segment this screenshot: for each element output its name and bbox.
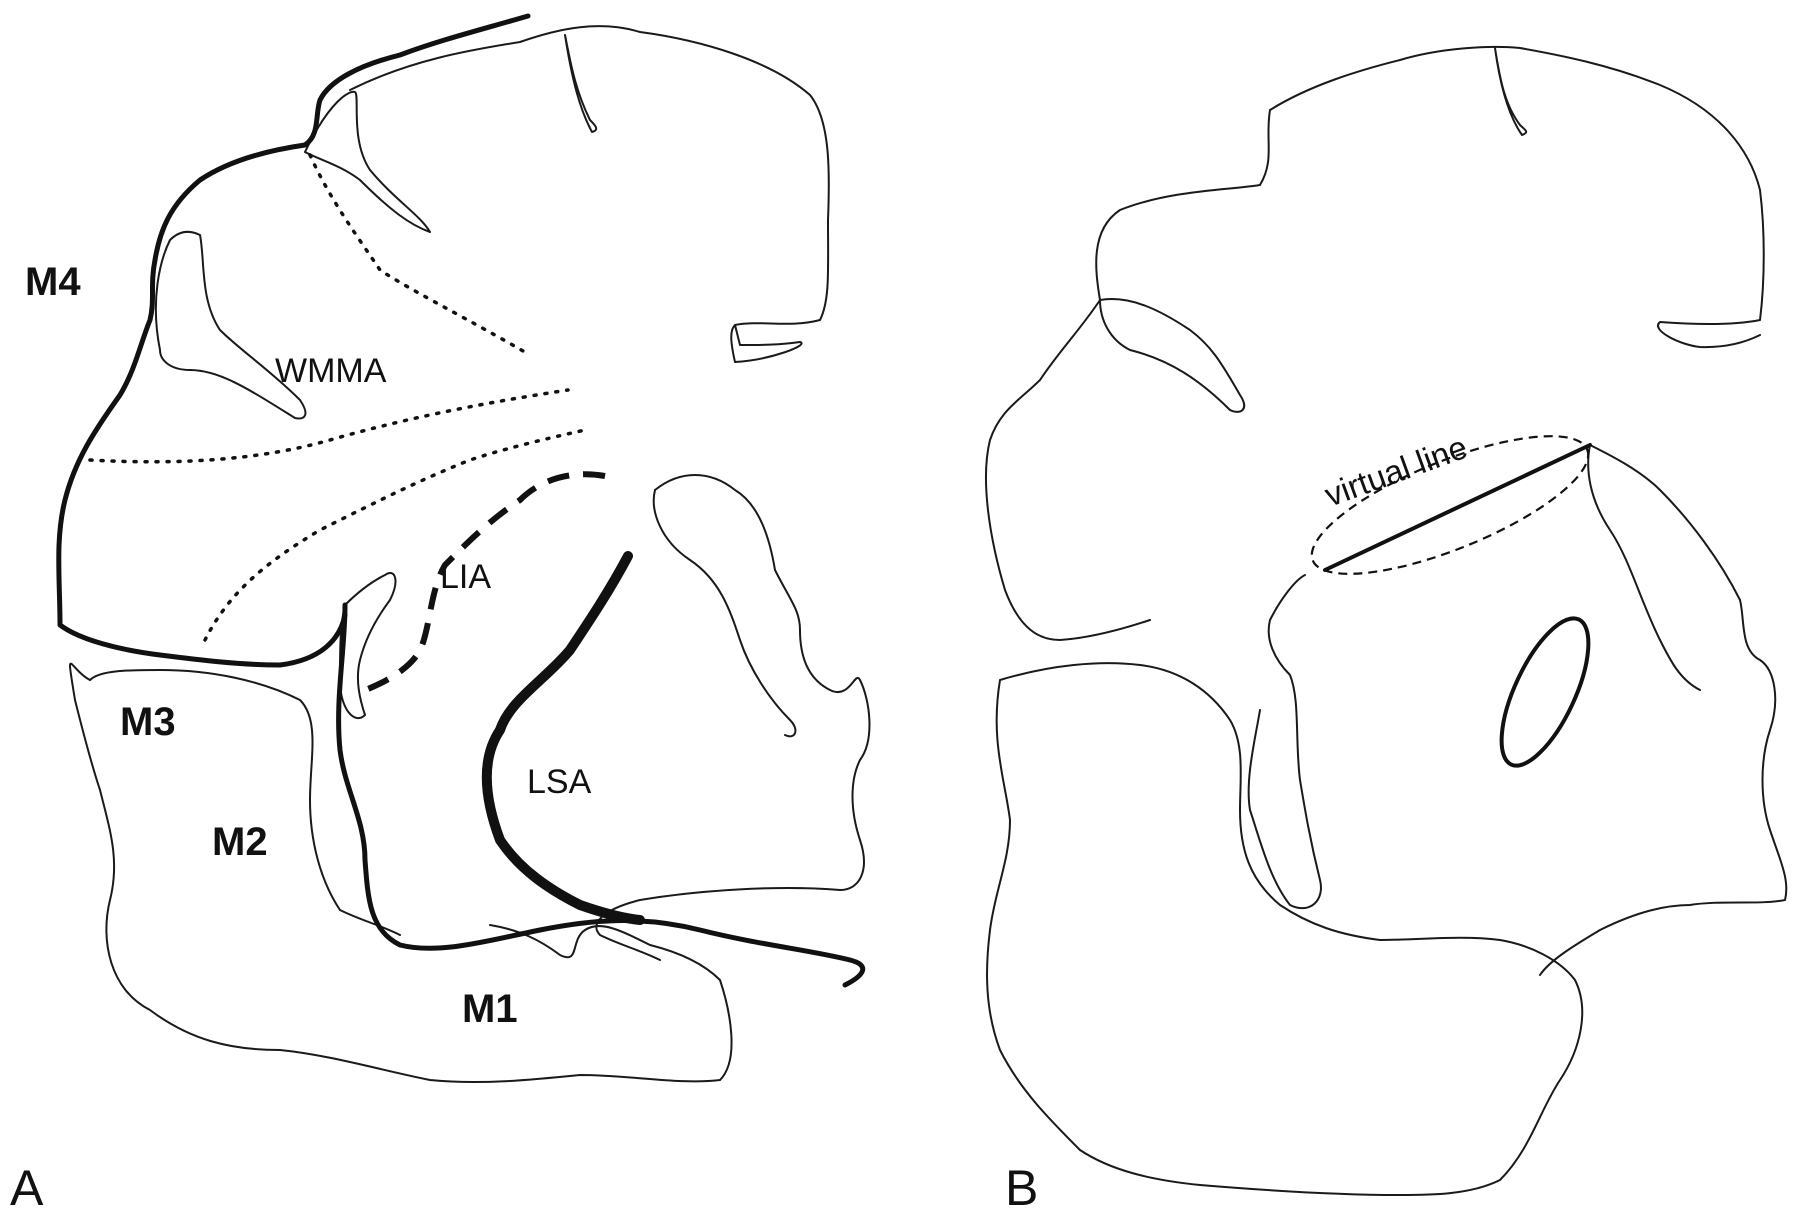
panel-b-frontal-sulcus — [1099, 298, 1246, 413]
label-m2: M2 — [212, 820, 268, 864]
panel-a-upper-sulcus-2 — [304, 90, 431, 233]
panel-a-upper-sulcus-1 — [564, 34, 598, 133]
panel-b-letter: B — [1005, 1160, 1038, 1214]
panel-a-insula-fold — [339, 572, 397, 720]
panel-a-dotted-boundary-1 — [308, 153, 532, 357]
label-lia: LIA — [440, 558, 491, 596]
panel-b-right-inner-fold — [1587, 444, 1701, 691]
panel-a-right-lower-outline — [595, 474, 871, 961]
panel-a: M4 WMMA LIA LSA M3 M2 M1 A — [10, 13, 871, 1214]
panel-a-temporal-outline — [69, 662, 733, 1084]
panel-a-frontal-sulcus — [154, 230, 307, 420]
panel-a-m4-vessel — [56, 13, 531, 668]
panel-b-temporal-outline — [986, 662, 1584, 1196]
panel-a-upper-outline — [349, 25, 830, 363]
panel-b-right-outline — [1539, 444, 1788, 976]
panel-a-dotted-boundary-3 — [203, 428, 587, 642]
label-wmma: WMMA — [275, 352, 387, 390]
panel-a-lsa-vessel — [481, 551, 645, 925]
panel-a-m3-lobe — [89, 669, 401, 936]
panel-a-right-inner-fold — [652, 489, 797, 738]
label-m4: M4 — [25, 260, 81, 304]
panel-a-letter: A — [10, 1160, 44, 1214]
panel-b-upper-sulcus — [1494, 47, 1528, 136]
panel-a-lia-dashed-boundary — [359, 471, 606, 695]
label-lsa: LSA — [527, 763, 592, 801]
panel-b-virtual-line-ellipse — [1310, 435, 1590, 575]
panel-b-upper-outline — [1269, 45, 1765, 349]
panel-a-m2-m1-vessel — [336, 602, 865, 988]
panel-b-oval-structure — [1499, 616, 1591, 768]
panel-b: virtual line B — [985, 45, 1788, 1214]
panel-b-virtual-line — [1323, 443, 1592, 572]
panel-a-dotted-boundary-2 — [88, 388, 570, 464]
label-m1: M1 — [462, 987, 518, 1031]
panel-b-insula-fold — [1247, 574, 1322, 910]
label-virtual-line: virtual line — [1320, 428, 1472, 514]
label-m3: M3 — [120, 700, 176, 744]
panel-b-left-outline — [985, 109, 1271, 641]
